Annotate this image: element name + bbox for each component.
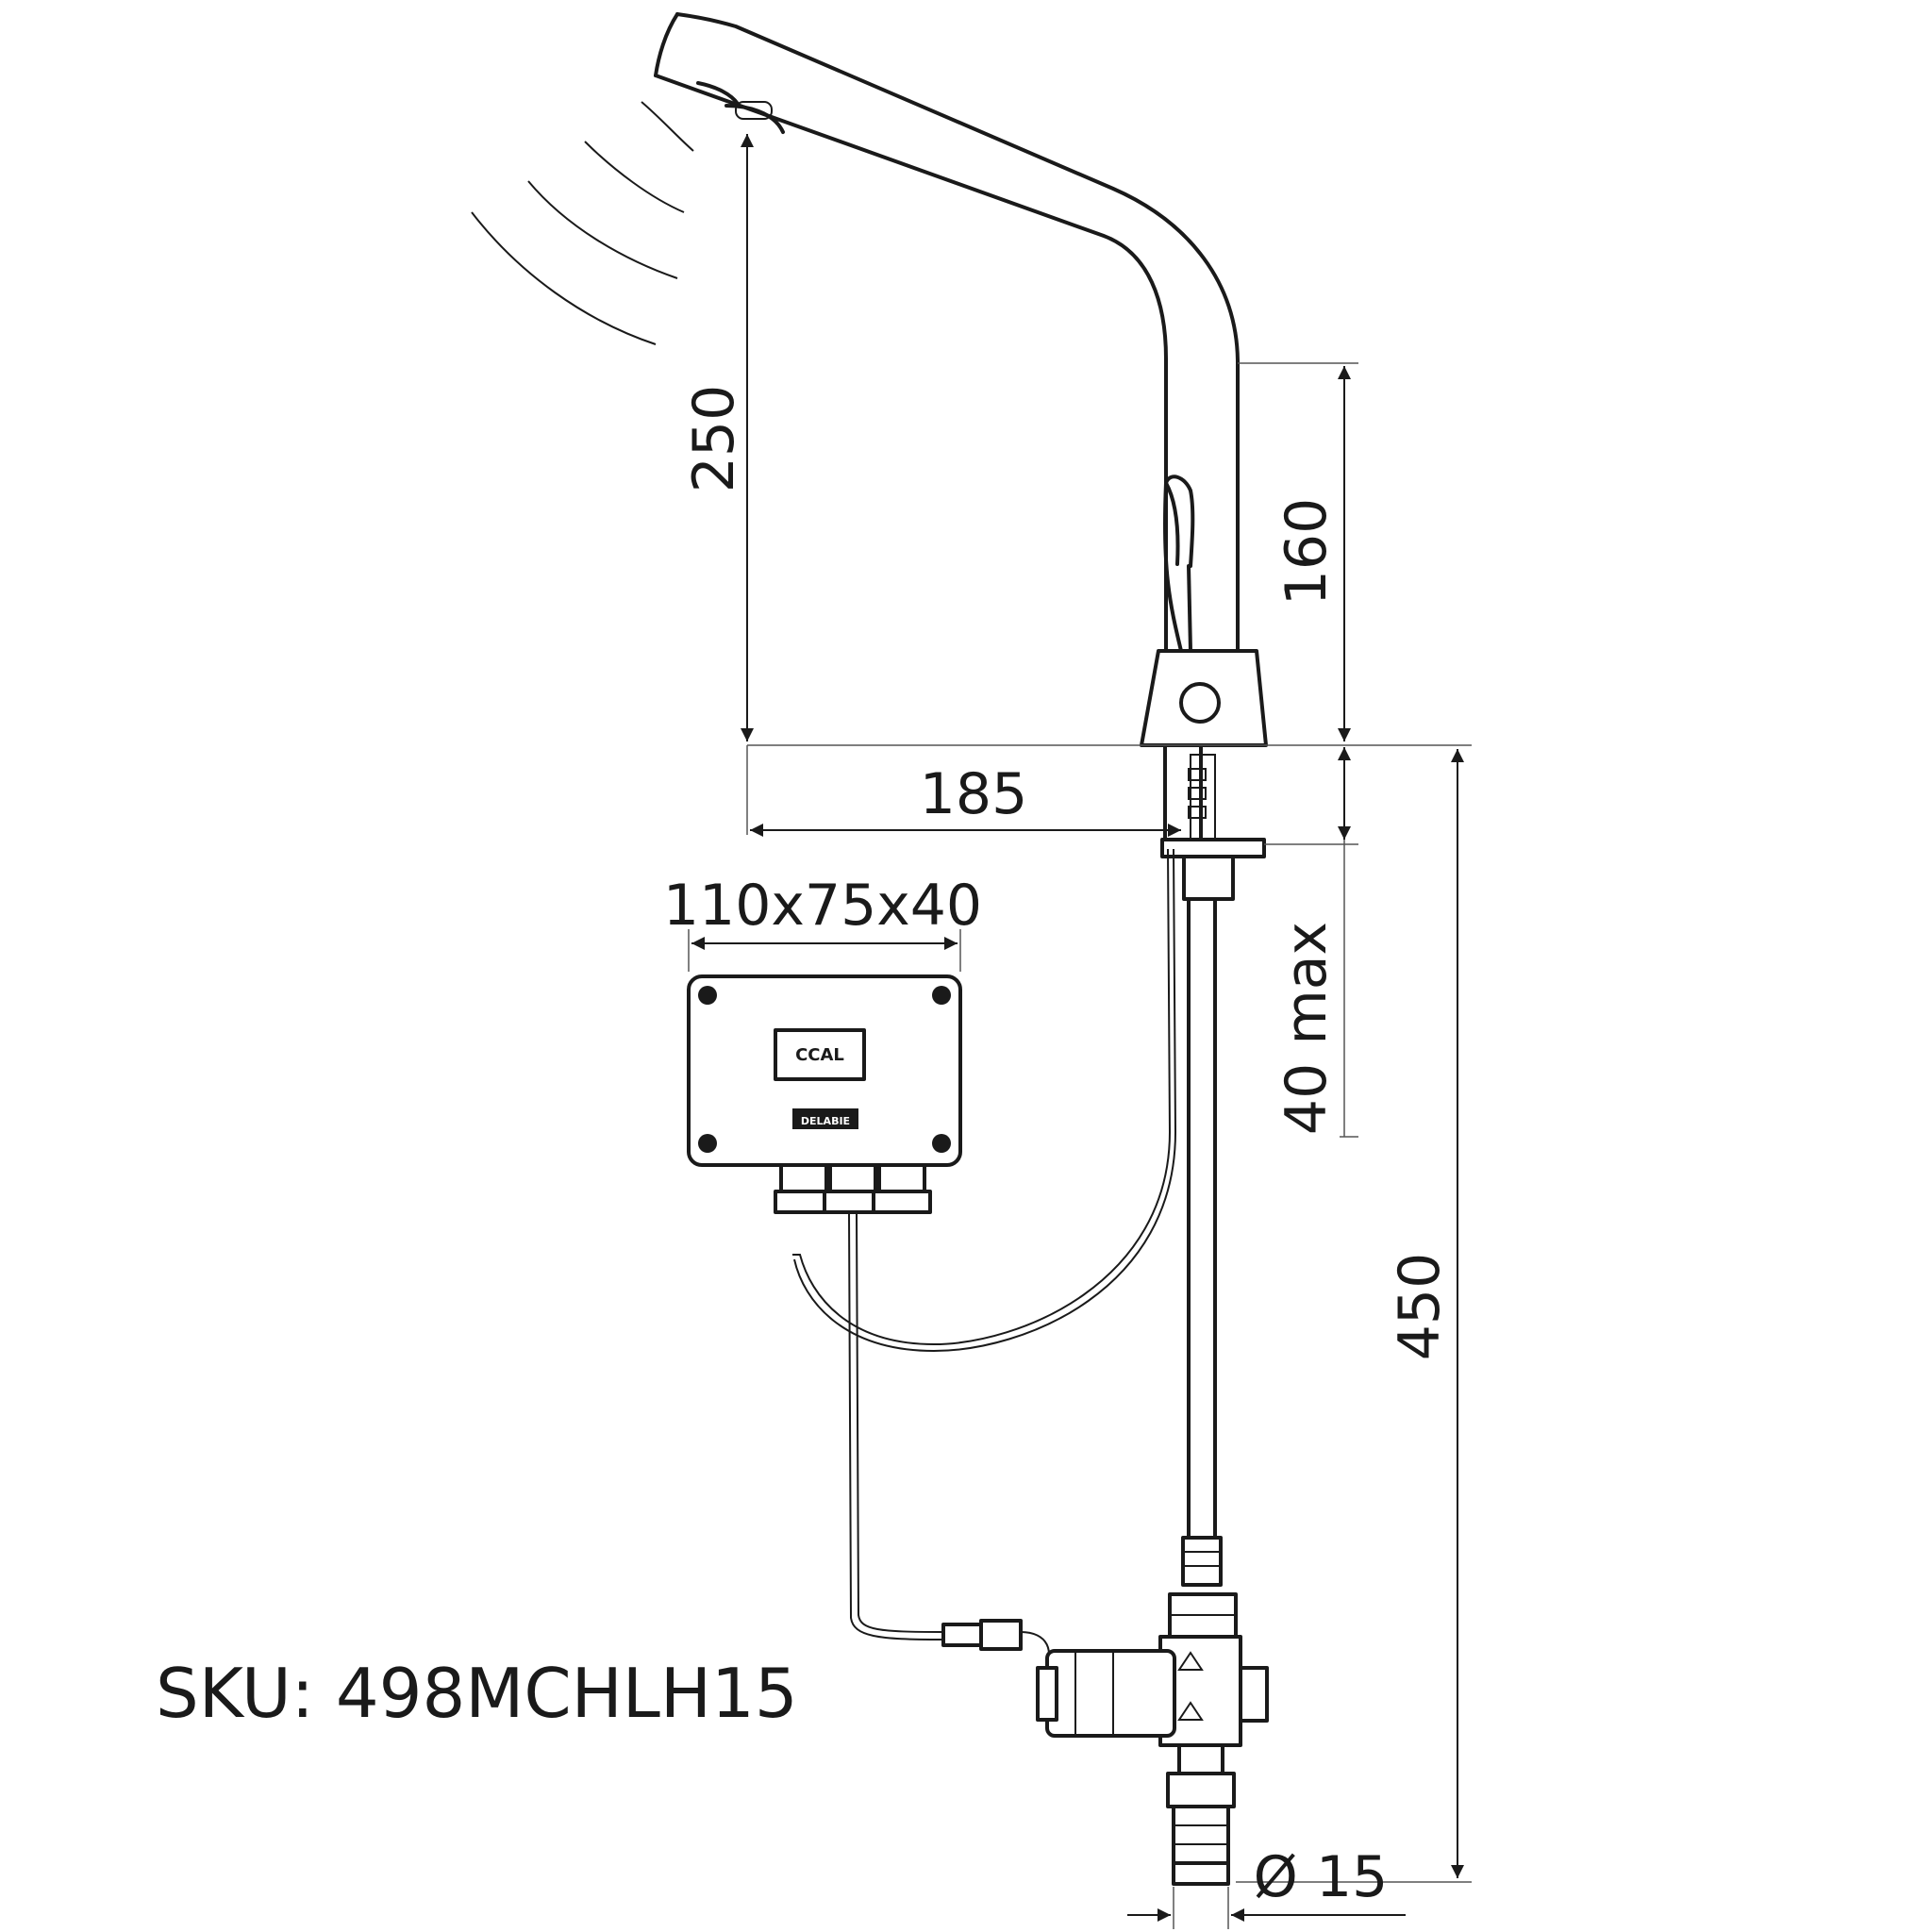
faucet-base xyxy=(1140,649,1268,747)
dim-label-250: 250 xyxy=(681,385,747,493)
dimension-40-max: 40 max xyxy=(1274,747,1351,1137)
dimension-diameter: Ø 15 xyxy=(1127,1844,1406,1929)
box-plate-label: DELABIE xyxy=(801,1115,850,1127)
dim-label-box: 110x75x40 xyxy=(663,873,982,939)
dimension-box: 110x75x40 xyxy=(663,873,982,972)
sensor-cable xyxy=(792,848,1177,1353)
dim-label-diameter: Ø 15 xyxy=(1254,1844,1389,1910)
dim-label-450: 450 xyxy=(1387,1253,1453,1361)
supply-hose xyxy=(1160,743,1266,1587)
dimension-185: 185 xyxy=(750,761,1181,837)
mixing-lever xyxy=(1162,475,1195,653)
cable-glands xyxy=(774,1163,932,1214)
dim-label-185: 185 xyxy=(920,761,1028,827)
sensor-waves xyxy=(471,101,694,345)
dim-label-40-max: 40 max xyxy=(1274,922,1340,1135)
faucet-spout xyxy=(654,12,1240,653)
valve-cable xyxy=(848,1211,1050,1675)
sku-label: SKU: 498MCHLH15 xyxy=(156,1654,798,1733)
dimension-250: 250 xyxy=(681,134,754,741)
electronic-box: CCAL DELABIE xyxy=(687,974,962,1167)
dim-label-160: 160 xyxy=(1274,498,1340,607)
box-logo: CCAL xyxy=(795,1045,844,1065)
dimension-160: 160 xyxy=(1274,366,1351,741)
dimension-450: 450 xyxy=(1236,749,1472,1883)
solenoid-valve xyxy=(1036,1592,1269,1886)
